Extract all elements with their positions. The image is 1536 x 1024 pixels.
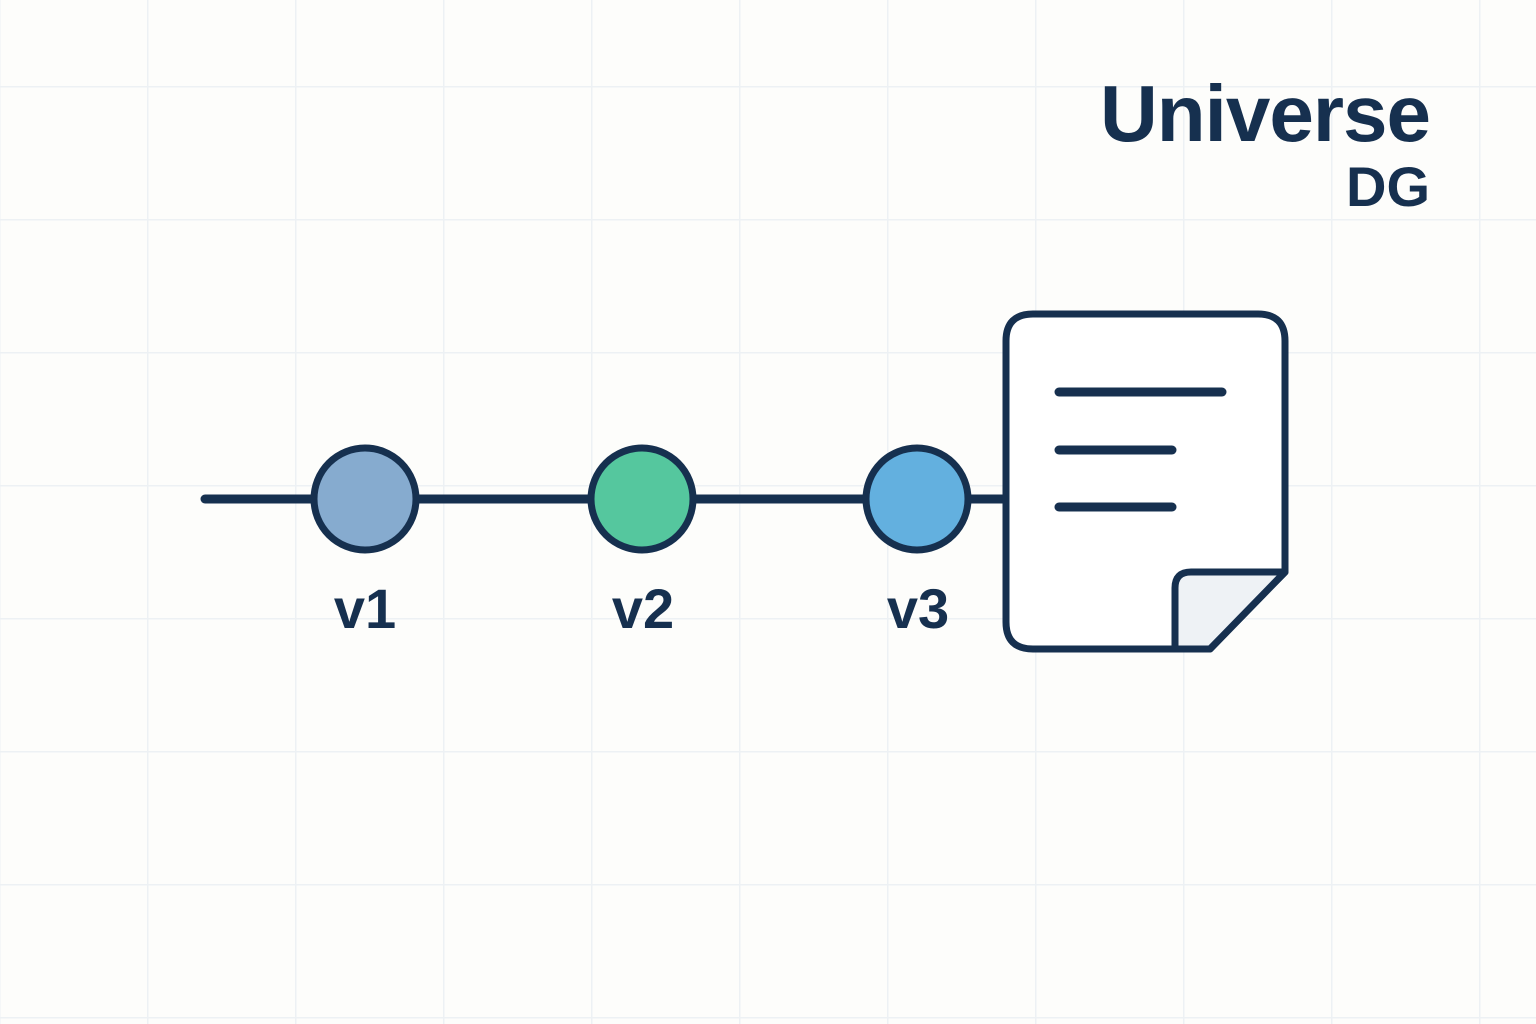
version-node-v2	[587, 444, 697, 554]
document-page	[1002, 310, 1289, 653]
brand-name: Universe	[1100, 69, 1431, 158]
version-label-v3: v3	[887, 577, 949, 640]
version-label-v2: v2	[612, 577, 674, 640]
version-node-v3	[862, 444, 972, 554]
document-icon	[1002, 310, 1289, 653]
version-label-v1: v1	[334, 577, 396, 640]
brand-subtitle: DG	[1346, 155, 1430, 218]
document-fold	[1171, 568, 1289, 653]
brand-logo: Universe DG	[1100, 69, 1431, 218]
version-node-v1	[310, 444, 420, 554]
